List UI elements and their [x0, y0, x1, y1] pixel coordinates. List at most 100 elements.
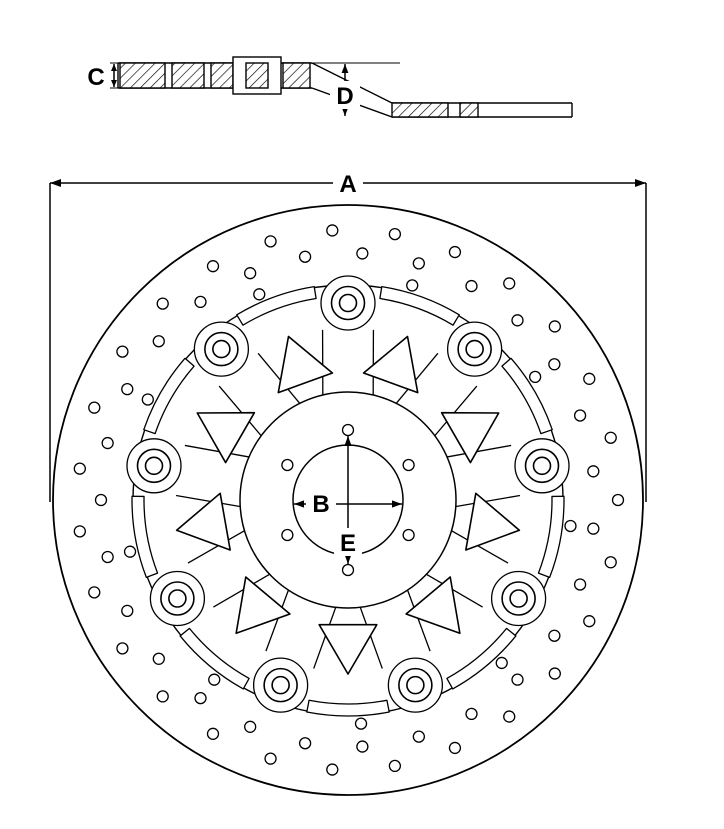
- label-backplate: [334, 528, 362, 556]
- lens-slot: [306, 699, 390, 717]
- floating-button-inner: [338, 293, 358, 313]
- dim-a-label: A: [339, 171, 356, 198]
- dimension-label-b: B: [306, 490, 336, 518]
- drilled-hole: [412, 257, 425, 270]
- drilled-hole: [465, 279, 478, 293]
- dimension-label-e: E: [334, 528, 362, 557]
- carrier-window-triangle: [196, 411, 256, 464]
- drilled-hole: [564, 519, 577, 533]
- bolt-hole: [281, 528, 294, 542]
- floating-button-inner: [465, 339, 484, 359]
- bolt-hole: [341, 423, 355, 437]
- label-backplate: [82, 62, 110, 90]
- drilled-hole: [264, 235, 277, 248]
- dim-b-arrowhead: [392, 500, 402, 508]
- bolt-hole: [402, 458, 415, 472]
- drilled-hole: [354, 717, 368, 730]
- drilled-hole: [356, 247, 369, 260]
- drilled-hole: [94, 493, 108, 507]
- drilled-hole: [611, 493, 625, 507]
- drilled-hole: [448, 245, 462, 259]
- dim-e-arrowhead: [344, 554, 352, 564]
- drilled-hole: [244, 720, 257, 733]
- dim-b-arrowhead: [294, 500, 304, 508]
- button-section-inner: [245, 62, 269, 89]
- drilled-hole: [156, 690, 169, 703]
- drilled-hole: [465, 707, 478, 721]
- drilled-hole: [101, 436, 114, 450]
- drilled-hole: [326, 224, 339, 237]
- drilled-hole: [244, 267, 257, 280]
- flange-hatch: [391, 102, 449, 118]
- floating-button-inner: [406, 675, 425, 695]
- drilled-hole: [511, 673, 524, 686]
- drilled-hole: [548, 320, 561, 333]
- dimension-label-c: C: [82, 62, 110, 91]
- drilled-hole: [583, 372, 596, 385]
- drilled-hole: [604, 556, 617, 569]
- dim-c-arrowhead: [111, 80, 117, 87]
- dim-a-arrowhead: [50, 179, 61, 187]
- label-backplate: [330, 81, 360, 109]
- drilled-hole: [528, 370, 542, 384]
- drilled-hole: [208, 673, 221, 686]
- carrier-window-triangle: [277, 335, 334, 394]
- drilled-hole: [548, 667, 561, 680]
- drilled-hole: [448, 741, 462, 755]
- floating-button-inner: [212, 339, 231, 359]
- lens-slot: [179, 627, 250, 690]
- drilled-hole: [548, 629, 561, 642]
- drilled-hole: [503, 277, 516, 290]
- drilled-hole: [121, 604, 134, 618]
- bolt-hole: [402, 528, 415, 542]
- floating-button-inner: [532, 456, 552, 476]
- dim-a-arrowhead: [635, 179, 646, 187]
- drilled-hole: [388, 227, 402, 241]
- drilled-hole: [156, 297, 169, 310]
- drilled-hole: [116, 345, 129, 358]
- drilled-hole: [141, 393, 154, 406]
- drilled-hole: [298, 737, 312, 750]
- dimension-label-a: A: [333, 169, 363, 198]
- lens-slot: [236, 286, 317, 326]
- drilled-hole: [88, 401, 101, 414]
- bolt-hole: [281, 458, 294, 472]
- dim-c-label: C: [87, 64, 104, 91]
- dim-d-label: D: [336, 83, 353, 110]
- drilled-hole: [587, 522, 600, 535]
- dim-b-label: B: [312, 491, 329, 518]
- drilled-hole: [298, 250, 312, 263]
- drilled-hole: [194, 295, 207, 309]
- drilled-hole: [121, 383, 134, 396]
- bolt-hole: [341, 563, 355, 577]
- drilled-hole: [253, 288, 266, 301]
- drilled-hole: [503, 710, 516, 723]
- outer-disc-circle: [52, 204, 644, 796]
- drilled-hole: [604, 431, 617, 444]
- carrier-window-triangle: [362, 335, 419, 394]
- drilled-hole: [152, 652, 165, 665]
- floating-button-inner: [509, 589, 528, 608]
- drilled-hole: [573, 578, 587, 591]
- floating-button-inner: [271, 675, 290, 695]
- drilled-hole: [548, 358, 561, 371]
- drilled-hole: [88, 586, 101, 599]
- drilled-hole: [573, 409, 587, 422]
- dim-c-arrowhead: [111, 64, 117, 71]
- dimension-label-d: D: [330, 81, 360, 110]
- dim-d-arrowhead: [341, 64, 349, 73]
- floating-button-inner: [144, 456, 164, 476]
- lens-slot: [501, 357, 553, 435]
- drilled-hole: [412, 730, 426, 743]
- drilled-hole: [116, 642, 129, 655]
- band-hatch: [171, 62, 205, 89]
- carrier-window-triangle: [465, 492, 521, 551]
- drilled-hole: [123, 545, 137, 558]
- drilled-hole: [356, 740, 369, 753]
- lens-slot: [446, 627, 517, 690]
- dim-d-arrowhead: [341, 107, 349, 116]
- lens-slot: [537, 495, 565, 579]
- drilled-hole: [194, 691, 207, 705]
